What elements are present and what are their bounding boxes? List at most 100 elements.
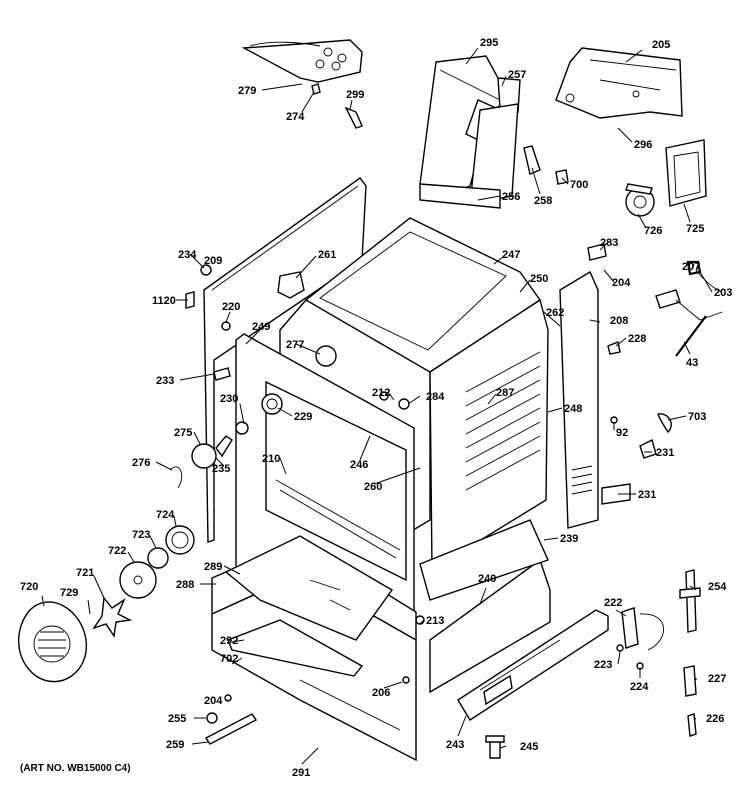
part-label: 207 [682,261,700,273]
part-label: 275 [174,427,192,439]
part-label: 245 [520,741,538,753]
part-label: 224 [630,681,649,693]
part-label: 209 [204,255,222,267]
lamp-cover-part [261,393,283,415]
part-label: 204 [612,277,631,289]
bake-pan-part [224,535,394,677]
part-label: 205 [652,39,670,51]
part-label: 725 [686,223,704,235]
part-label: 43 [686,357,698,369]
part-label: 723 [132,529,150,541]
grommet-part [277,271,305,299]
part-label: 234 [178,249,197,261]
part-label: 259 [166,739,184,751]
bulb-part [191,435,233,469]
side-rail-right-part [559,270,599,529]
bolt-part [213,367,231,381]
back-panel-part [555,47,683,119]
cord-part [655,260,723,357]
part-label: 230 [220,393,238,405]
orifice-part [344,106,363,129]
bottom-rail-part [204,713,258,745]
part-label: 288 [176,579,194,591]
part-label: 257 [508,69,526,81]
fan-blade-part [92,596,133,638]
part-label: 246 [350,459,368,471]
part-label: 287 [496,387,514,399]
part-label: 228 [628,333,646,345]
hinge-part [616,607,664,670]
part-label: 276 [132,457,150,469]
part-label: 277 [286,339,304,351]
part-label: 254 [708,581,727,593]
hinge-arm-part [679,569,701,633]
part-label: 283 [600,237,618,249]
part-label: 212 [372,387,390,399]
part-label: 233 [156,375,174,387]
part-label: 289 [204,561,222,573]
control-box-part [665,139,707,207]
part-label: 729 [60,587,78,599]
part-label: 240 [478,573,496,585]
part-label: 262 [546,307,564,319]
socket-part [235,421,249,435]
side-panel-left-part [203,177,367,543]
part-label: 296 [634,139,652,151]
part-label: 258 [534,195,552,207]
part-label: 231 [638,489,656,501]
screw-part [311,83,321,95]
part-label: 721 [76,567,94,579]
part-label: 295 [480,37,498,49]
part-label: 726 [644,225,662,237]
part-label: 220 [222,301,240,313]
part-label: 222 [604,597,622,609]
fan-cover-part [18,601,87,683]
leader-lines [41,47,713,765]
vent-duct-part [419,55,521,209]
leveling-leg-front-part [206,712,218,724]
part-label: 299 [346,89,364,101]
part-label: 248 [564,403,582,415]
part-label: 292 [220,635,238,647]
part-label: 231 [656,447,674,459]
fan-plate-part [119,561,157,599]
part-label: 213 [426,615,444,627]
part-label: 274 [286,111,305,123]
part-label: 284 [426,391,445,403]
part-label: 226 [706,713,724,725]
part-label: 255 [168,713,186,725]
part-label: 210 [262,453,280,465]
part-label: 249 [252,321,270,333]
part-label: 203 [714,287,732,299]
part-label: 260 [364,481,382,493]
part-label: 279 [238,85,256,97]
part-label: 261 [318,249,336,261]
clip-small-part [169,466,183,489]
part-label: 720 [20,581,38,593]
storage-drawer-part [457,609,609,721]
part-label: 722 [108,545,126,557]
drawer-part [419,519,551,694]
part-label: 208 [610,315,628,327]
burner-assembly-part [241,39,363,83]
part-label: 227 [708,673,726,685]
motor-part [625,183,655,217]
misc-screw-part [224,391,425,702]
clip-part [523,145,569,185]
part-label: 239 [560,533,578,545]
part-label: 1120 [152,295,176,307]
part-label: 247 [502,249,520,261]
part-label: 206 [372,687,390,699]
bracket-part [601,413,672,505]
part-label: 703 [688,411,706,423]
part-label: 256 [502,191,520,203]
part-labels: 295 205 257 279 299 274 296 256 258 700 … [20,37,732,779]
part-label: 250 [530,273,548,285]
part-label: 724 [156,509,175,521]
part-label: 92 [616,427,628,439]
part-label: 223 [594,659,612,671]
part-label: 291 [292,767,310,779]
art-number: (ART NO. WB15000 C4) [20,763,131,774]
igniter-part [683,665,697,737]
